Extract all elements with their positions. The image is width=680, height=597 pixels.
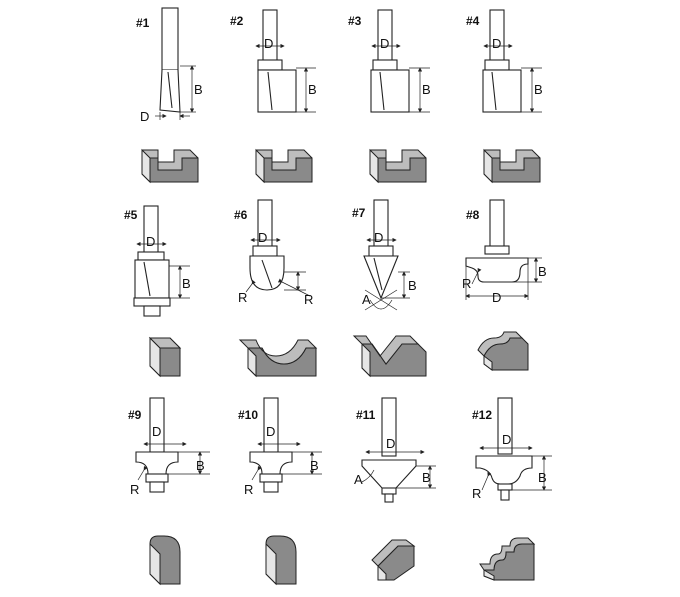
- bit-label: #2: [230, 14, 244, 28]
- bit-label: #7: [352, 206, 366, 220]
- bit-label: #6: [234, 208, 248, 222]
- profile-8: [477, 331, 529, 371]
- dimension-label: B: [534, 82, 543, 97]
- dimension-label: A: [354, 472, 363, 487]
- dimension-label: D: [266, 424, 276, 439]
- dimension-label: D: [258, 230, 268, 245]
- bit-6-drawing: [245, 199, 311, 297]
- profile-4: [483, 148, 541, 184]
- bit-label: #1: [136, 16, 150, 30]
- dimension-label: D: [264, 36, 274, 51]
- dimension-label: D: [140, 109, 150, 124]
- bit-label: #5: [124, 208, 138, 222]
- bit-label: #9: [128, 408, 142, 422]
- bit-label: #12: [472, 408, 493, 422]
- bit-5-drawing: [133, 205, 190, 317]
- bit-label: #10: [238, 408, 259, 422]
- dimension-label: A: [362, 292, 371, 307]
- dimension-label: B: [308, 82, 317, 97]
- dimension-label: B: [408, 278, 417, 293]
- bit-1-drawing: [155, 7, 196, 120]
- dimension-label: B: [182, 276, 191, 291]
- bit-label: #8: [466, 208, 480, 222]
- dimension-label: D: [152, 424, 162, 439]
- dimension-label: D: [386, 436, 396, 451]
- profile-6: [238, 339, 318, 378]
- dimension-label: R: [130, 482, 140, 497]
- profile-5: [148, 336, 182, 378]
- profile-2: [255, 148, 313, 184]
- bit-2-drawing: [255, 9, 316, 113]
- bit-11-drawing: [361, 397, 436, 503]
- dimension-label: R: [472, 486, 482, 501]
- bit-4-drawing: [482, 9, 542, 113]
- dimension-label: R: [304, 292, 314, 307]
- bit-3-drawing: [370, 9, 430, 113]
- profile-3: [369, 148, 427, 184]
- dimension-label: B: [194, 82, 203, 97]
- dimension-label: R: [238, 290, 248, 305]
- dimension-label: R: [244, 482, 254, 497]
- dimension-label: D: [502, 432, 512, 447]
- dimension-label: B: [422, 82, 431, 97]
- dimension-label: B: [538, 470, 547, 485]
- bit-label: #11: [356, 408, 376, 422]
- dimension-label: B: [422, 470, 431, 485]
- profile-11: [371, 539, 416, 581]
- dimension-label: B: [538, 264, 547, 279]
- bit-12-drawing: [475, 397, 552, 501]
- profile-12: [479, 537, 536, 581]
- bit-label: #3: [348, 14, 362, 28]
- bit-10-drawing: [249, 397, 322, 493]
- bit-9-drawing: [135, 397, 210, 493]
- dimension-label: B: [196, 458, 205, 473]
- dimension-label: D: [492, 290, 502, 305]
- profile-10: [265, 535, 297, 586]
- profile-7: [352, 335, 427, 378]
- bit-7-drawing: [363, 199, 410, 311]
- bit-label: #4: [466, 14, 480, 28]
- dimension-label: D: [374, 230, 384, 245]
- dimension-label: B: [310, 458, 319, 473]
- dimension-label: D: [380, 36, 390, 51]
- bit-8-drawing: [465, 199, 542, 300]
- dimension-label: D: [492, 36, 502, 51]
- profile-9: [149, 535, 181, 586]
- profile-1: [141, 148, 199, 184]
- dimension-label: D: [146, 234, 156, 249]
- dimension-label: R: [462, 276, 472, 291]
